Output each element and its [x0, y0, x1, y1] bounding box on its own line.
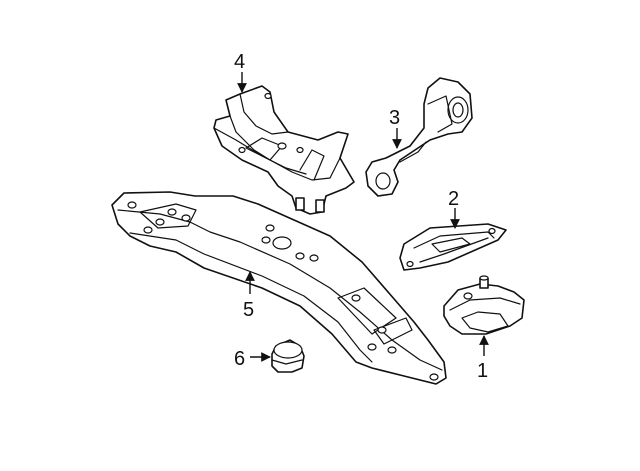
callout-6: 6 [234, 348, 245, 370]
callout-3: 3 [389, 107, 400, 129]
callout-2: 2 [448, 188, 459, 210]
callout-1: 1 [477, 360, 488, 382]
mount-plate-part-2[interactable] [399, 223, 507, 271]
leader-lines [237, 72, 489, 362]
callout-5: 5 [243, 299, 254, 321]
mount-part-1[interactable] [443, 275, 525, 335]
bushing-part-6[interactable] [271, 339, 305, 373]
torque-rod-part-3[interactable] [365, 77, 473, 197]
callout-4: 4 [234, 51, 245, 73]
mount-bracket-part-4[interactable] [213, 85, 355, 215]
crossmember-part-5[interactable] [111, 191, 447, 385]
